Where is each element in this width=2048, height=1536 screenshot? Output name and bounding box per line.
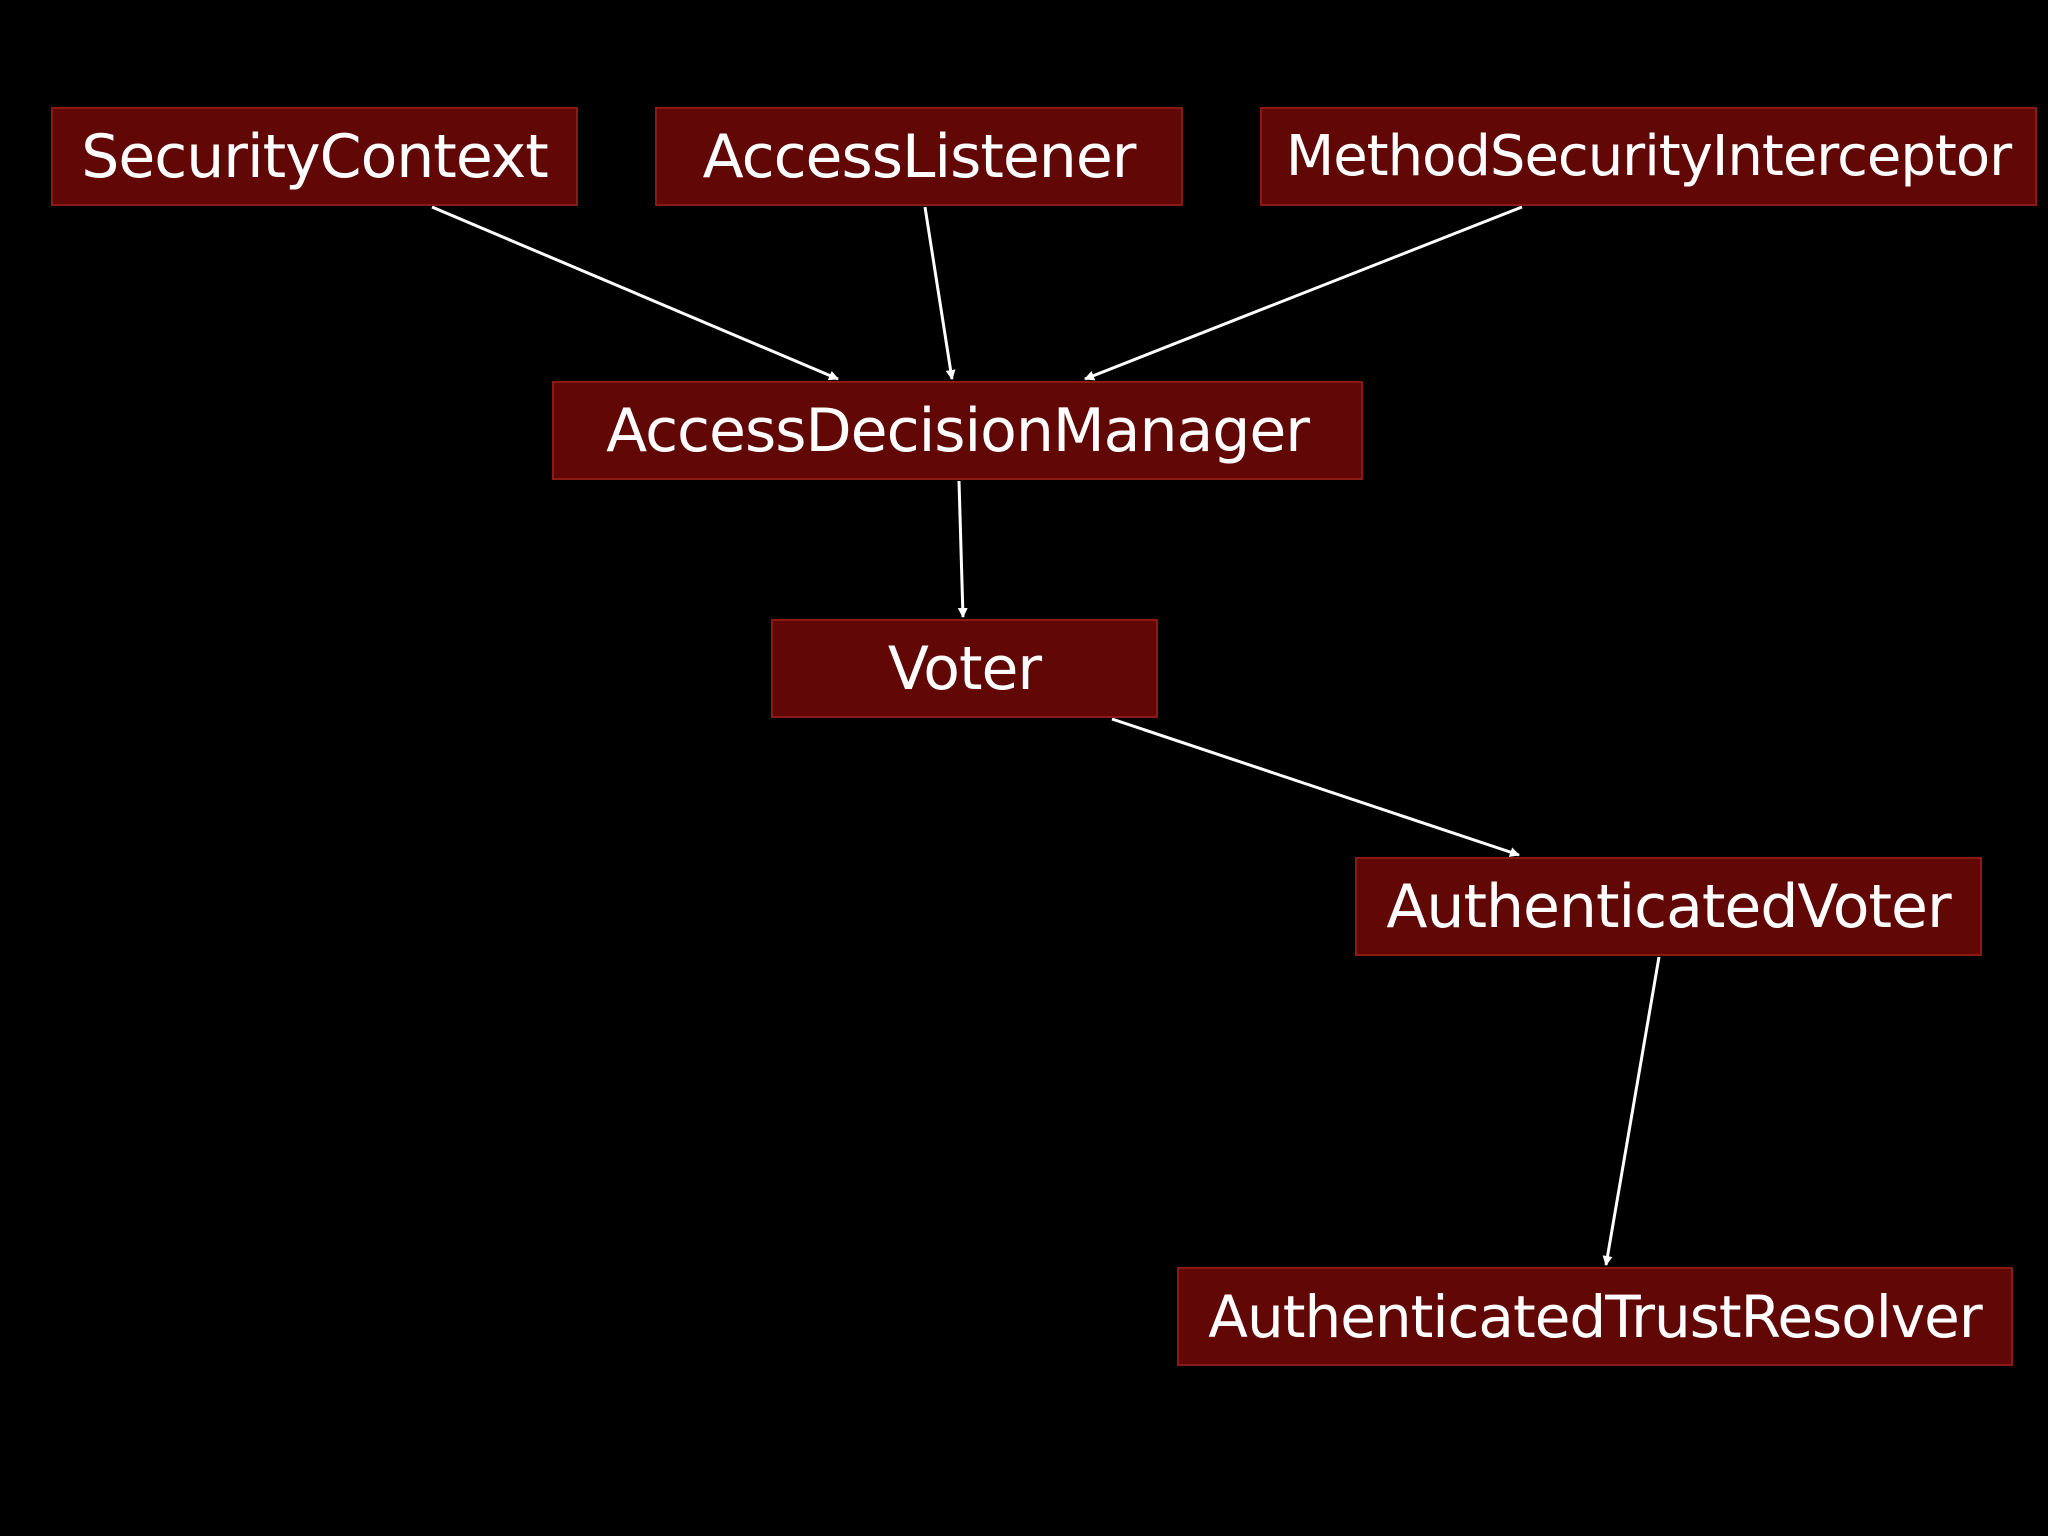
node-voter: Voter [771, 619, 1158, 718]
edge-accesslistener-to-accessdecisionmanager [923, 206, 956, 380]
node-methodsecurityinterceptor: MethodSecurityInterceptor [1260, 107, 2037, 206]
edge-authenticatedvoter-to-authenticatedtrustresolver [1602, 956, 1661, 1266]
edge-accessdecisionmanager-to-voter [957, 480, 968, 618]
edge-voter-to-authenticatedvoter [1111, 717, 1520, 857]
node-accessdecisionmanager: AccessDecisionManager [552, 381, 1363, 480]
node-accesslistener: AccessListener [655, 107, 1183, 206]
node-authenticatedtrustresolver: AuthenticatedTrustResolver [1177, 1267, 2013, 1366]
node-authenticatedvoter: AuthenticatedVoter [1355, 857, 1982, 956]
edge-methodsecurityinterceptor-to-accessdecisionmanager [1084, 205, 1523, 381]
edge-securitycontext-to-accessdecisionmanager [431, 205, 839, 381]
node-securitycontext: SecurityContext [51, 107, 578, 206]
